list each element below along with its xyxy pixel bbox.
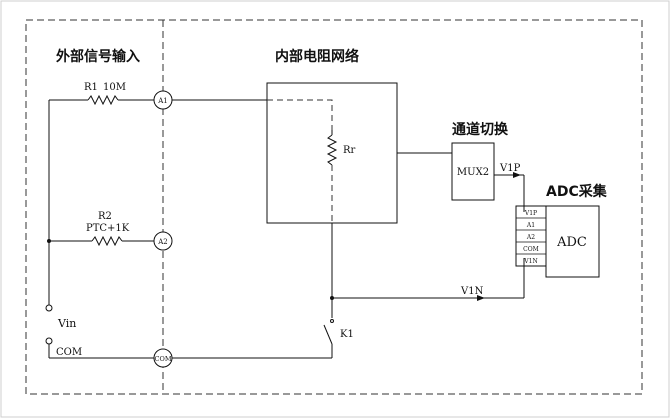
adc-pin-label: A2 — [526, 234, 535, 241]
v1n-label: V1N — [460, 286, 484, 297]
v1p-label: V1P — [499, 163, 521, 174]
rr-resistor — [326, 134, 338, 166]
vin-label: Vin — [57, 317, 76, 330]
com-input-terminal — [45, 337, 53, 345]
adc-label: ADC — [556, 235, 587, 250]
r2-name: R2 — [98, 211, 112, 222]
channel-switch-title: 通道切换 — [452, 121, 509, 138]
k1-label: K1 — [340, 329, 354, 340]
rr-label: Rr — [343, 145, 356, 156]
r2-resistor — [91, 235, 123, 247]
a2-terminal — [153, 231, 173, 251]
r1-value: 10M — [103, 82, 126, 93]
com-terminal-label: COM — [155, 355, 172, 363]
a2-terminal-label: A2 — [157, 238, 168, 246]
a1-terminal-label: A1 — [157, 97, 168, 105]
adc-pin-label: A1 — [526, 222, 535, 229]
adc-pin-label: V1N — [523, 258, 537, 265]
internal-network-box — [266, 82, 398, 224]
mux2-box — [451, 142, 495, 201]
adc-pin-label: COM — [523, 246, 539, 253]
internal-network-title: 内部电阻网络 — [275, 48, 359, 65]
r1-name: R1 — [84, 82, 98, 93]
adc-box — [545, 205, 600, 278]
adc-pin-label: V1P — [524, 210, 537, 217]
r2-value: PTC+1K — [86, 223, 130, 234]
adc-acquisition-title: ADC采集 — [546, 183, 608, 200]
com-input-label: COM — [56, 347, 82, 358]
internal-dashed-path — [267, 99, 333, 130]
vin-terminal — [45, 304, 53, 312]
external-input-title: 外部信号输入 — [56, 48, 140, 65]
dashed-boundary — [25, 19, 643, 395]
mux2-label: MUX2 — [457, 167, 489, 178]
k1-blade — [323, 324, 333, 345]
k1-contact-top — [330, 319, 334, 323]
r1-resistor — [87, 94, 119, 106]
